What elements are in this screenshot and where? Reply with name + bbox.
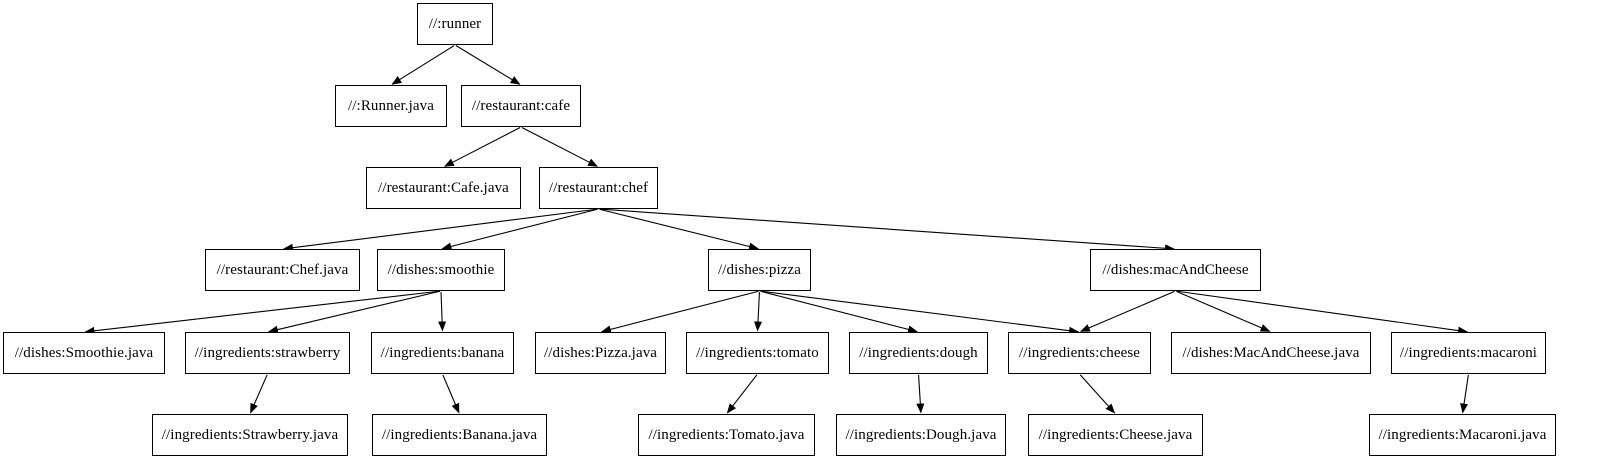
graph-node-label: //dishes:smoothie [387,261,495,278]
graph-node-label: //ingredients:cheese [1018,344,1141,361]
graph-edge-dishes_smoothie-to-ing_strawberry [267,290,441,334]
graph-edge-ing_tomato-to-ing_tomato_java [726,374,758,414]
graph-edge-restaurant_chef-to-restaurant_chef_java [282,208,598,252]
graph-node-runner: //:runner [417,3,493,45]
graph-node-restaurant_cafe_java: //restaurant:Cafe.java [366,167,521,209]
graph-node-label: //ingredients:tomato [696,344,819,361]
graph-node-runner_java: //:Runner.java [335,85,447,127]
graph-node-label: //ingredients:Macaroni.java [1378,426,1547,443]
graph-edge-restaurant_chef-to-dishes_pizza [599,208,760,251]
graph-node-label: //dishes:Smoothie.java [14,344,154,361]
graph-edge-restaurant_chef-to-dishes_macandcheese [599,208,1175,253]
graph-edge-dishes_macandcheese-to-dishes_macandcheese_java [1176,290,1271,332]
graph-edge-dishes_macandcheese-to-ing_cheese [1079,290,1175,332]
graph-node-restaurant_cafe: //restaurant:cafe [461,85,581,127]
graph-edge-dishes_smoothie-to-dishes_smoothie_java [84,290,441,335]
graph-node-ing_banana_java: //ingredients:Banana.java [372,414,547,456]
graph-node-ing_dough: //ingredients:dough [849,332,988,374]
graph-node-ing_strawberry: //ingredients:strawberry [185,332,350,374]
graph-node-label: //:runner [428,15,482,32]
graph-edge-dishes_pizza-to-ing_cheese [760,290,1080,335]
graph-node-dishes_macandcheese: //dishes:macAndCheese [1090,249,1261,291]
graph-node-restaurant_chef: //restaurant:chef [539,167,658,209]
graph-edge-dishes_pizza-to-ing_dough [760,290,919,334]
graph-node-dishes_pizza_java: //dishes:Pizza.java [535,332,666,374]
graph-node-label: //dishes:Pizza.java [543,344,658,361]
graph-node-label: //restaurant:Chef.java [216,261,349,278]
graph-node-label: //restaurant:chef [548,179,649,196]
graph-node-label: //ingredients:Strawberry.java [161,426,339,443]
graph-node-label: //restaurant:Cafe.java [378,179,509,196]
graph-node-label: //ingredients:banana [380,344,505,361]
graph-node-ing_tomato_java: //ingredients:Tomato.java [638,414,815,456]
graph-edge-ing_banana-to-ing_banana_java [442,374,460,414]
graph-edge-dishes_smoothie-to-ing_banana [438,291,447,332]
graph-node-dishes_pizza: //dishes:pizza [708,249,811,291]
graph-edge-ing_dough-to-ing_dough_java [916,374,925,414]
graph-edge-ing_cheese-to-ing_cheese_java [1079,374,1116,414]
graph-node-label: //ingredients:Dough.java [845,426,997,443]
graph-edge-dishes_pizza-to-ing_tomato [754,291,763,332]
graph-node-ing_strawberry_java: //ingredients:Strawberry.java [152,414,348,456]
graph-edge-dishes_macandcheese-to-ing_macaroni [1176,290,1469,335]
graph-node-label: //ingredients:Banana.java [381,426,538,443]
graph-edge-restaurant_cafe-to-restaurant_cafe_java [443,126,521,167]
graph-node-dishes_smoothie_java: //dishes:Smoothie.java [3,332,165,374]
graph-edge-runner-to-restaurant_cafe [455,45,521,85]
graph-node-ing_tomato: //ingredients:tomato [686,332,829,374]
graph-node-ing_cheese_java: //ingredients:Cheese.java [1028,414,1203,456]
graph-node-label: //dishes:pizza [717,261,802,278]
graph-edge-runner-to-runner_java [391,45,455,85]
graph-node-ing_dough_java: //ingredients:Dough.java [836,414,1006,456]
graph-node-label: //dishes:macAndCheese [1102,261,1249,278]
graph-node-label: //ingredients:Cheese.java [1038,426,1193,443]
graph-node-label: //ingredients:Tomato.java [648,426,805,443]
graph-node-dishes_smoothie: //dishes:smoothie [377,249,505,291]
graph-node-label: //ingredients:dough [859,344,978,361]
graph-edge-dishes_pizza-to-dishes_pizza_java [600,290,759,334]
graph-edge-restaurant_cafe-to-restaurant_chef [521,126,599,167]
graph-node-ing_macaroni: //ingredients:macaroni [1391,332,1546,374]
graph-node-label: //dishes:MacAndCheese.java [1182,344,1360,361]
graph-node-ing_cheese: //ingredients:cheese [1008,332,1151,374]
graph-node-ing_banana: //ingredients:banana [371,332,514,374]
graph-node-restaurant_chef_java: //restaurant:Chef.java [205,249,360,291]
graph-edge-ing_macaroni-to-ing_macaroni_java [1460,374,1469,414]
graph-node-label: //:Runner.java [348,97,434,114]
graph-edge-restaurant_chef-to-dishes_smoothie [441,208,598,251]
graph-node-label: //ingredients:macaroni [1399,344,1538,361]
graph-edge-ing_strawberry-to-ing_strawberry_java [250,374,268,414]
graph-node-label: //restaurant:cafe [471,97,571,114]
graph-node-ing_macaroni_java: //ingredients:Macaroni.java [1369,414,1556,456]
graph-node-label: //ingredients:strawberry [194,344,341,361]
graph-node-dishes_macandcheese_java: //dishes:MacAndCheese.java [1171,332,1371,374]
